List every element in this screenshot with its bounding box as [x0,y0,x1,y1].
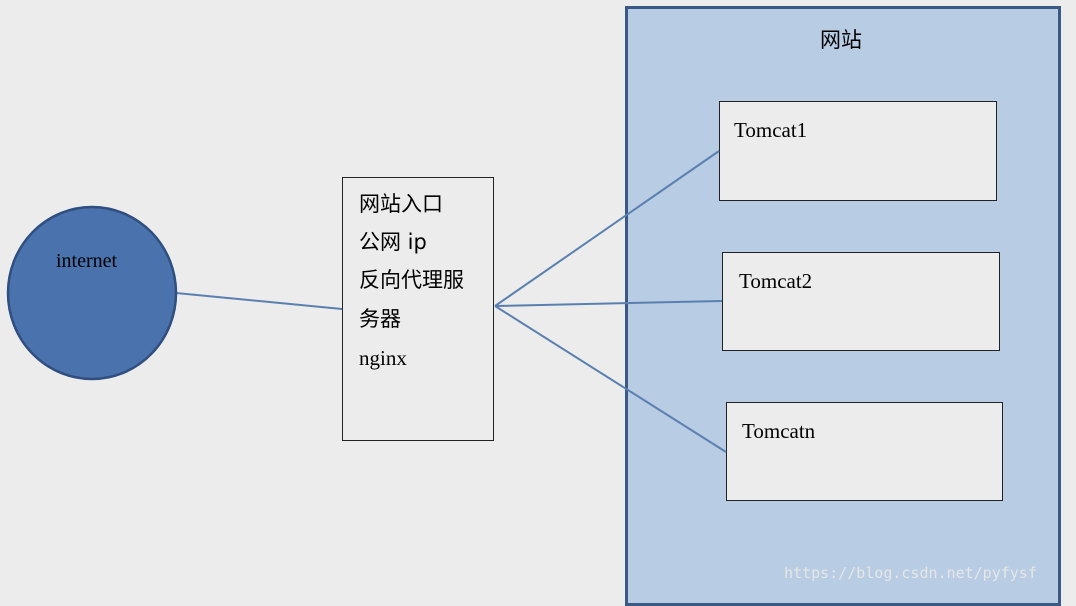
proxy-line-server: 务器 [359,307,401,331]
proxy-line-reverse-proxy: 反向代理服 [359,268,464,292]
connector-internet-proxy [175,292,343,310]
website-title: 网站 [820,28,862,52]
connector-proxy-tomcatn [494,305,727,453]
tomcat2-label: Tomcat2 [739,269,813,293]
proxy-line-entrance: 网站入口 [359,192,443,216]
tomcat1-label: Tomcat1 [734,118,808,142]
reverse-proxy-box [342,177,494,441]
tomcat1-box [719,101,997,201]
tomcatn-box [726,402,1003,501]
connector-proxy-tomcat2 [494,300,723,307]
proxy-line-nginx: nginx [359,346,407,370]
connector-proxy-tomcat1 [494,150,720,307]
proxy-line-public-ip: 公网 ip [359,230,427,254]
internet-label: internet [56,250,118,272]
tomcatn-label: Tomcatn [742,419,816,443]
internet-node [6,205,178,381]
watermark: https://blog.csdn.net/pyfysf [784,564,1037,582]
tomcat2-box [722,252,1000,351]
